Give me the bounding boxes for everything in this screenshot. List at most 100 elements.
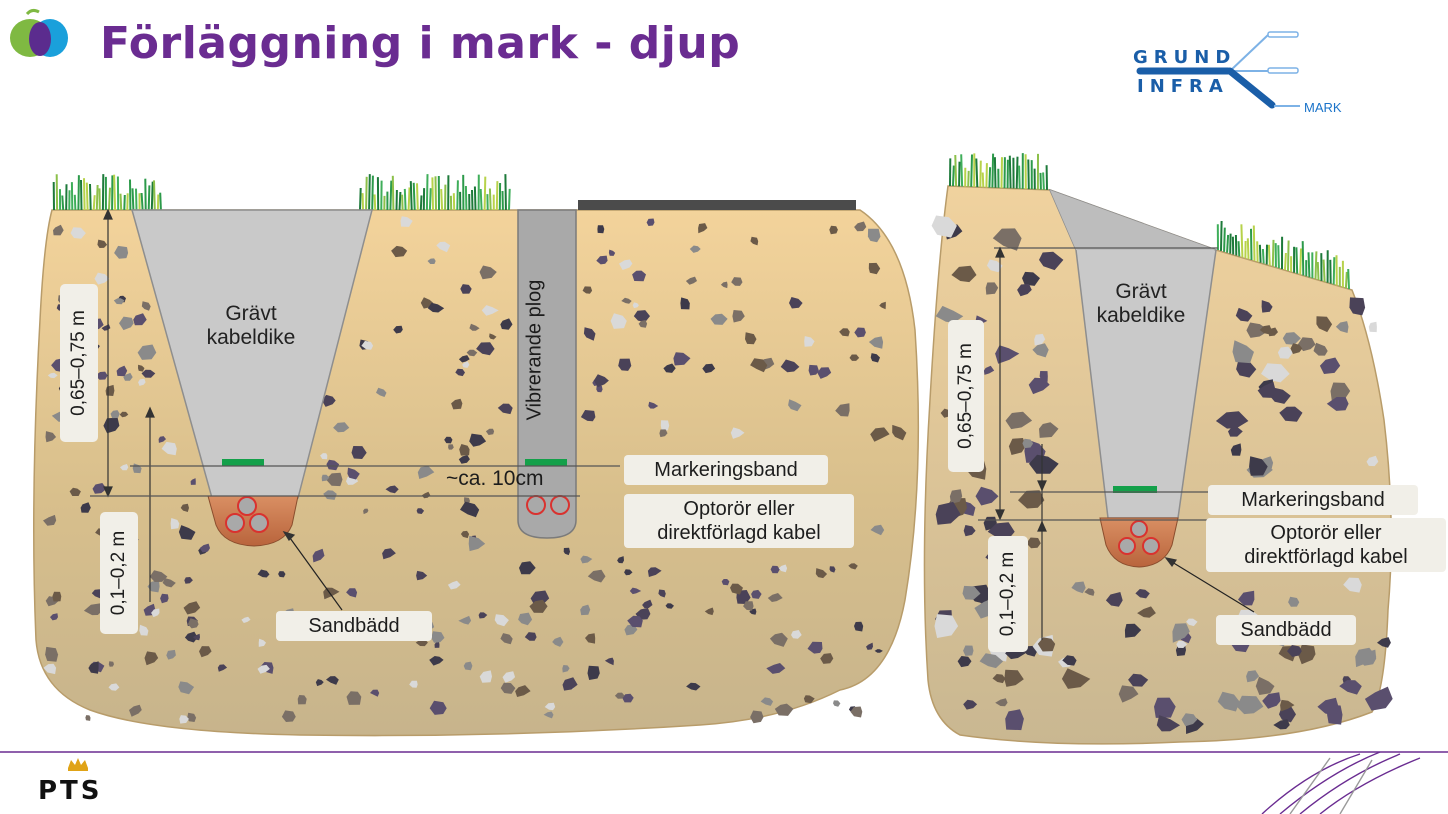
stone bbox=[686, 682, 701, 691]
stone bbox=[1259, 325, 1272, 335]
stone bbox=[987, 522, 1015, 541]
stone bbox=[1005, 411, 1033, 430]
stone bbox=[52, 591, 62, 602]
grass-blade bbox=[464, 185, 468, 211]
stone bbox=[1368, 321, 1377, 333]
stone bbox=[193, 633, 200, 641]
stone bbox=[833, 700, 841, 707]
stone bbox=[1316, 316, 1333, 333]
stone bbox=[180, 503, 189, 512]
stone bbox=[462, 361, 470, 368]
right-conduit-label: Optorör eller direktförlagd kabel bbox=[1206, 518, 1446, 572]
stone bbox=[476, 342, 495, 356]
grass-blade bbox=[365, 176, 368, 211]
grass-blade bbox=[1271, 239, 1275, 267]
stone bbox=[995, 698, 1008, 707]
stone bbox=[85, 715, 91, 721]
grass-blade bbox=[398, 191, 402, 211]
right-bed-depth-label: 0,1–0,2 m bbox=[988, 536, 1028, 652]
grass-blade bbox=[123, 194, 126, 211]
stone bbox=[50, 613, 58, 621]
stone bbox=[789, 297, 803, 309]
stone bbox=[808, 364, 819, 376]
stone bbox=[217, 664, 228, 672]
stone bbox=[730, 583, 743, 595]
stone bbox=[791, 630, 802, 639]
stone bbox=[297, 695, 307, 705]
stone bbox=[1232, 340, 1254, 364]
stone bbox=[241, 616, 251, 623]
stone bbox=[478, 612, 488, 619]
left-bed-depth-text: 0,1–0,2 m bbox=[108, 530, 129, 616]
grass-blade bbox=[147, 185, 151, 211]
stone bbox=[1349, 297, 1366, 316]
grass-blade bbox=[1223, 227, 1226, 252]
stone bbox=[119, 316, 134, 331]
stone bbox=[43, 663, 57, 675]
stone bbox=[431, 631, 445, 643]
stone bbox=[83, 603, 103, 616]
stone bbox=[562, 677, 578, 691]
right-stones bbox=[931, 215, 1393, 734]
stone bbox=[935, 305, 964, 323]
stone bbox=[187, 712, 197, 722]
stone bbox=[596, 255, 608, 265]
grass-blade bbox=[368, 174, 371, 211]
stone bbox=[114, 245, 129, 259]
grass-blade bbox=[1015, 156, 1019, 189]
grass-blade bbox=[970, 154, 973, 187]
stone bbox=[502, 671, 516, 683]
grass-blade bbox=[1299, 248, 1302, 275]
stone bbox=[1366, 455, 1379, 467]
stone bbox=[1317, 697, 1339, 716]
stone bbox=[751, 589, 762, 599]
stone bbox=[417, 465, 435, 479]
left-bed-depth-label: 0,1–0,2 m bbox=[100, 512, 138, 634]
stone bbox=[621, 297, 632, 304]
stone bbox=[447, 580, 461, 590]
left-conduit-label: Optorör eller direktförlagd kabel bbox=[624, 494, 854, 548]
stone bbox=[45, 431, 57, 443]
grass-blade bbox=[1042, 172, 1045, 190]
right-sand-label: Sandbädd bbox=[1216, 615, 1356, 645]
stone bbox=[608, 249, 616, 256]
stone bbox=[583, 327, 596, 341]
stone bbox=[141, 301, 151, 311]
stone bbox=[144, 651, 159, 666]
stone bbox=[992, 228, 1022, 251]
stone bbox=[382, 548, 396, 560]
stone bbox=[1215, 411, 1249, 429]
stone bbox=[444, 436, 453, 444]
grass-blade bbox=[77, 175, 80, 211]
stone bbox=[543, 711, 554, 719]
stone bbox=[139, 624, 149, 636]
grass-blade bbox=[371, 175, 374, 211]
stone bbox=[141, 369, 156, 378]
stone bbox=[750, 358, 768, 373]
stone bbox=[587, 665, 600, 680]
stone bbox=[1288, 596, 1300, 607]
stone bbox=[257, 569, 270, 578]
stone bbox=[108, 683, 120, 691]
stone bbox=[839, 328, 850, 337]
stone bbox=[321, 474, 330, 482]
grass-blade bbox=[1027, 159, 1030, 190]
stone bbox=[1261, 300, 1273, 313]
stone bbox=[351, 446, 367, 459]
grass-blade bbox=[1220, 220, 1223, 251]
stone bbox=[178, 681, 195, 695]
stone bbox=[1181, 713, 1198, 727]
stone bbox=[638, 320, 648, 328]
stone bbox=[427, 302, 445, 313]
stone bbox=[1297, 337, 1316, 352]
stone bbox=[627, 615, 643, 628]
grass-blade bbox=[153, 180, 156, 211]
stone bbox=[580, 604, 591, 616]
stone bbox=[160, 593, 169, 604]
stone bbox=[870, 524, 885, 536]
stone bbox=[500, 682, 516, 694]
stone bbox=[807, 641, 823, 654]
grass-blade bbox=[960, 154, 964, 187]
